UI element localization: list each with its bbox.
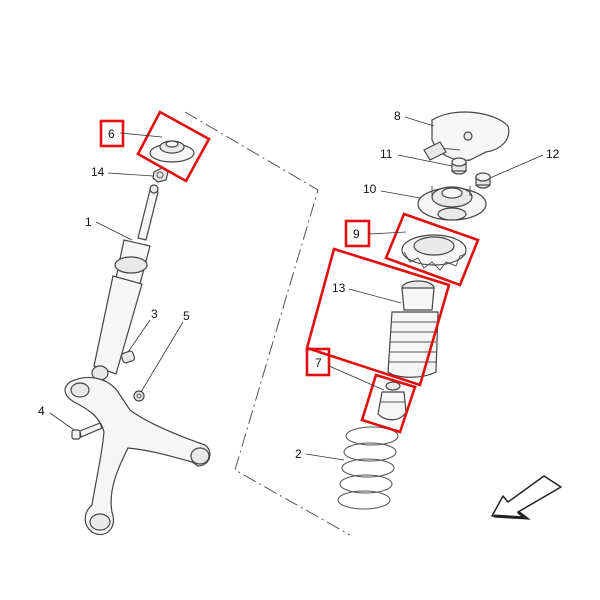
callout-9: 9: [353, 227, 360, 241]
callout-11: 11: [380, 147, 393, 161]
callout-13: 13: [332, 281, 346, 295]
callout-10: 10: [363, 182, 377, 196]
callout-8: 8: [394, 109, 401, 123]
callout-4: 4: [38, 404, 45, 418]
bolt-part: [71, 422, 103, 440]
callout-12: 12: [546, 147, 560, 161]
strut-mount-part: [417, 186, 487, 221]
washer-part: [133, 390, 145, 402]
highlight-box-label-7: [305, 347, 331, 377]
shock-absorber-part: [91, 239, 151, 381]
callout-7: 7: [315, 356, 322, 370]
leader-lines: [49, 116, 544, 461]
cover-clip: [423, 141, 447, 161]
bushing-part: [120, 350, 136, 364]
piston-rod: [137, 184, 159, 241]
highlight-box-label-9: [344, 219, 371, 248]
highlight-box-part-6: [136, 110, 211, 183]
highlight-box-part-13: [305, 247, 451, 387]
lower-control-arm: [64, 377, 211, 536]
callout-14: 14: [91, 165, 105, 179]
spring-seat-part: [401, 234, 467, 271]
assembly-group-outline: [184, 111, 351, 536]
bump-stop-part: [377, 381, 407, 421]
cover-cap-part: [431, 111, 510, 161]
callout-5: 5: [183, 309, 190, 323]
rubber-bushing-part: [451, 157, 467, 175]
top-mount-part: [149, 140, 195, 163]
callout-3: 3: [151, 307, 158, 321]
dust-boot-part: [387, 280, 439, 378]
highlight-box-part-9: [384, 212, 480, 287]
coil-spring-part: [337, 426, 399, 510]
callout-6: 6: [108, 127, 115, 141]
callout-2: 2: [295, 447, 302, 461]
small-bushing-part: [475, 172, 491, 189]
highlight-box-part-7: [360, 373, 417, 434]
callout-1: 1: [85, 215, 92, 229]
front-direction-arrow-icon: [491, 475, 562, 520]
